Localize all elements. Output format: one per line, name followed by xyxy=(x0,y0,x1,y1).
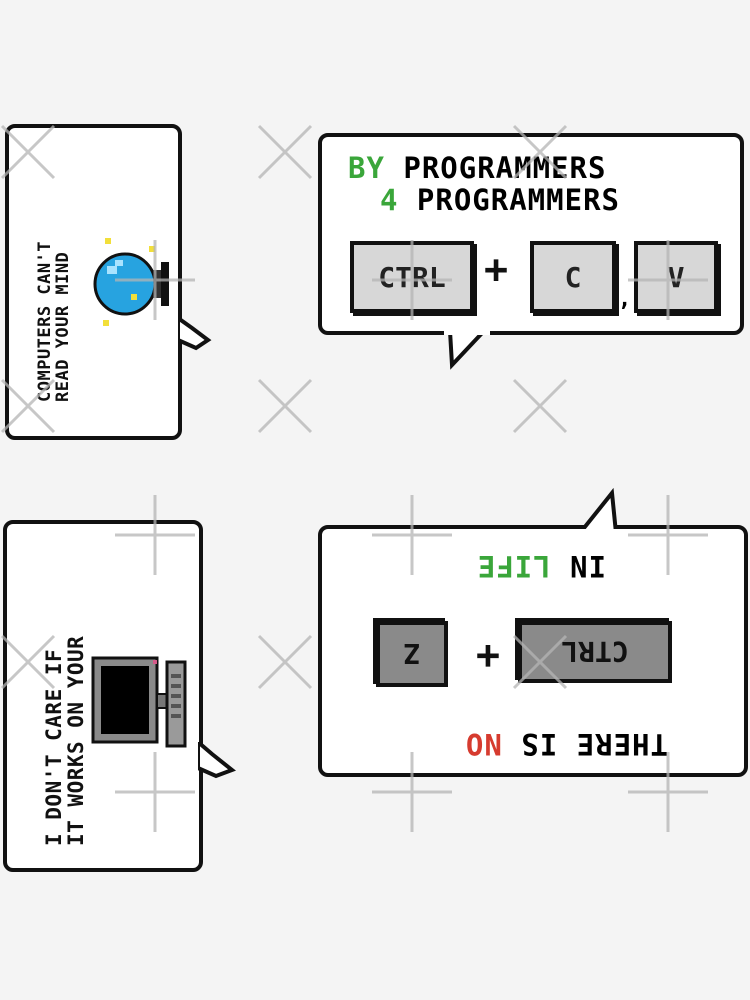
title-line-3: IN LIFE xyxy=(477,549,606,583)
key-ctrl: CTRL xyxy=(350,241,474,313)
bubble-tail xyxy=(198,742,236,779)
sticker-by-programmers-4-programmers[interactable]: BY PROGRAMMERS 4 PROGRAMMERS CTRL + C , … xyxy=(318,133,744,370)
caption-line-2: IT WORKS ON YOUR xyxy=(64,635,89,846)
bubble-tail xyxy=(444,331,490,370)
key-c: C xyxy=(530,241,616,313)
bubble-tail xyxy=(178,318,212,351)
title-line-1-rest: PROGRAMMERS xyxy=(384,151,607,185)
highlight-no: NO xyxy=(464,727,502,761)
caption-line-1: I DON'T CARE IF xyxy=(42,648,66,846)
caption-line-2: READ YOUR MIND xyxy=(52,251,73,402)
rotated-content: THERE IS NO CTRL + Z IN LIFE xyxy=(322,529,744,773)
key-ctrl: CTRL xyxy=(518,621,672,683)
title-line-1-rest: THERE IS xyxy=(501,727,668,761)
highlight-4: 4 xyxy=(380,183,399,217)
title-line-2-rest: PROGRAMMERS xyxy=(398,183,620,217)
watermark-x-mark xyxy=(512,378,568,434)
key-z: Z xyxy=(376,621,448,687)
sticker-it-works-on-your-machine[interactable]: I DON'T CARE IF IT WORKS ON YOUR xyxy=(3,520,236,872)
bubble-tail xyxy=(576,487,620,533)
watermark-x-mark xyxy=(257,634,313,690)
highlight-life: LIFE xyxy=(476,549,551,583)
sticker-computers-cant-read-your-mind[interactable]: COMPUTERS CAN'T READ YOUR MIND xyxy=(5,124,212,440)
plus-sign: + xyxy=(484,247,509,293)
plus-sign: + xyxy=(475,633,500,679)
watermark-x-mark xyxy=(257,378,313,434)
watermark-x-mark xyxy=(257,124,313,180)
comma-separator: , xyxy=(618,287,632,312)
title-line-2: 4 PROGRAMMERS xyxy=(380,183,620,217)
crystal-ball-icon xyxy=(93,238,169,326)
title-line-1: THERE IS NO xyxy=(465,727,668,761)
highlight-by: BY xyxy=(348,151,385,185)
title-line-3-rest: IN xyxy=(550,549,606,583)
sticker-caption: I DON'T CARE IF IT WORKS ON YOUR xyxy=(42,635,89,846)
sticker-no-ctrl-z-in-life[interactable]: THERE IS NO CTRL + Z IN LIFE xyxy=(318,487,748,777)
key-v: V xyxy=(634,241,718,313)
sticker-caption: COMPUTERS CAN'T READ YOUR MIND xyxy=(35,241,73,402)
title-line-1: BY PROGRAMMERS xyxy=(348,151,606,185)
computer-icon xyxy=(91,656,187,748)
